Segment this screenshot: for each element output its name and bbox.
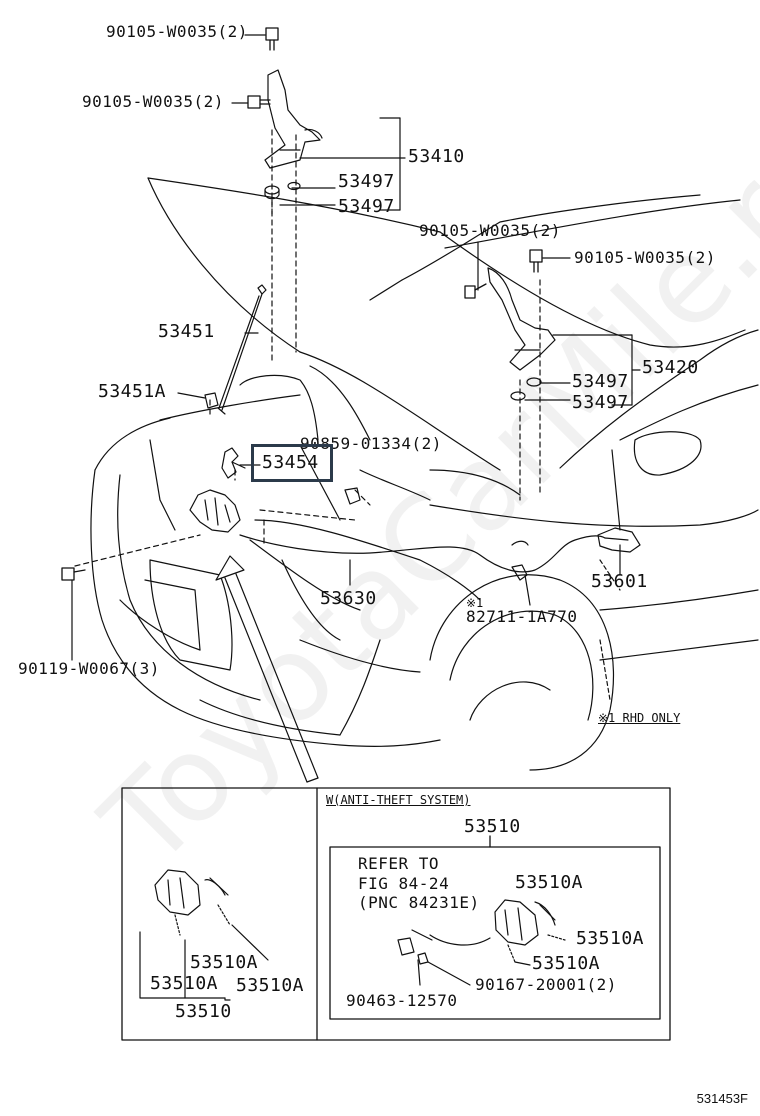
label-sub-a3: 53510A <box>532 953 601 974</box>
car-body-outline <box>90 177 759 771</box>
label-rod-holder: 53451A <box>98 381 167 402</box>
label-bolt-rh-1: 90105-W0035(2) <box>419 221 561 240</box>
label-cushion-3: 53497 <box>572 371 629 392</box>
label-bolt-front: 90119-W0067(3) <box>18 659 160 678</box>
label-sensor: 82711-1A770 <box>466 607 578 626</box>
inset-left-lock <box>139 869 269 1001</box>
part-cable <box>239 534 606 573</box>
label-lock-assy-top: 53510 <box>464 816 521 837</box>
pointer-arrow <box>215 555 319 783</box>
figure-code: 531453F <box>696 1091 748 1106</box>
part-cushions <box>264 181 542 401</box>
label-bolt-rh-2: 90105-W0035(2) <box>574 248 716 267</box>
label-left-a1: 53510A <box>190 952 259 973</box>
part-sensor <box>511 564 528 581</box>
label-clip: 90859-01334(2) <box>300 434 442 453</box>
label-refer-3: (PNC 84231E) <box>358 893 480 912</box>
label-left-a2: 53510A <box>150 973 219 994</box>
label-rhd-only: ※1 RHD ONLY <box>598 711 681 725</box>
part-hinge-lh <box>264 69 323 169</box>
label-bolt-top: 90105-W0035(2) <box>106 22 248 41</box>
label-hinge-rh: 53420 <box>642 357 699 378</box>
label-sub-a2: 53510A <box>576 928 645 949</box>
label-anti-theft: W(ANTI-THEFT SYSTEM) <box>326 793 471 807</box>
part-hinge-rh <box>487 267 556 371</box>
part-lock-hook <box>221 447 246 479</box>
leader-lines <box>71 34 641 661</box>
label-left-assy: 53510 <box>175 1001 232 1022</box>
label-hinge-lh: 53410 <box>408 146 465 167</box>
label-cushion-2: 53497 <box>338 196 395 217</box>
label-cable: 53630 <box>320 588 377 609</box>
label-bolt-left: 90105-W0035(2) <box>82 92 224 111</box>
highlight-box <box>251 444 333 482</box>
label-left-a3: 53510A <box>236 975 305 996</box>
inset-frame <box>121 787 671 1041</box>
label-cushion-1: 53497 <box>338 171 395 192</box>
part-clip <box>344 487 361 505</box>
label-screw: 90167-20001(2) <box>475 975 617 994</box>
label-refer-2: FIG 84-24 <box>358 874 450 893</box>
part-rod-holder <box>204 392 219 409</box>
label-cushion-4: 53497 <box>572 392 629 413</box>
label-clamp: 90463-12570 <box>346 991 458 1010</box>
label-refer-1: REFER TO <box>358 854 440 873</box>
inset-right-lock <box>397 899 566 986</box>
part-bolts <box>61 27 543 581</box>
label-lever: 53601 <box>591 571 648 592</box>
label-sub-a1: 53510A <box>515 872 584 893</box>
part-support-rod <box>217 284 267 415</box>
label-lock-hook: 53454 <box>262 452 319 473</box>
part-release-lever <box>597 527 641 553</box>
label-rhd-mark: ※1 <box>466 596 484 610</box>
part-hood-lock <box>189 489 241 533</box>
label-support-rod: 53451 <box>158 321 215 342</box>
